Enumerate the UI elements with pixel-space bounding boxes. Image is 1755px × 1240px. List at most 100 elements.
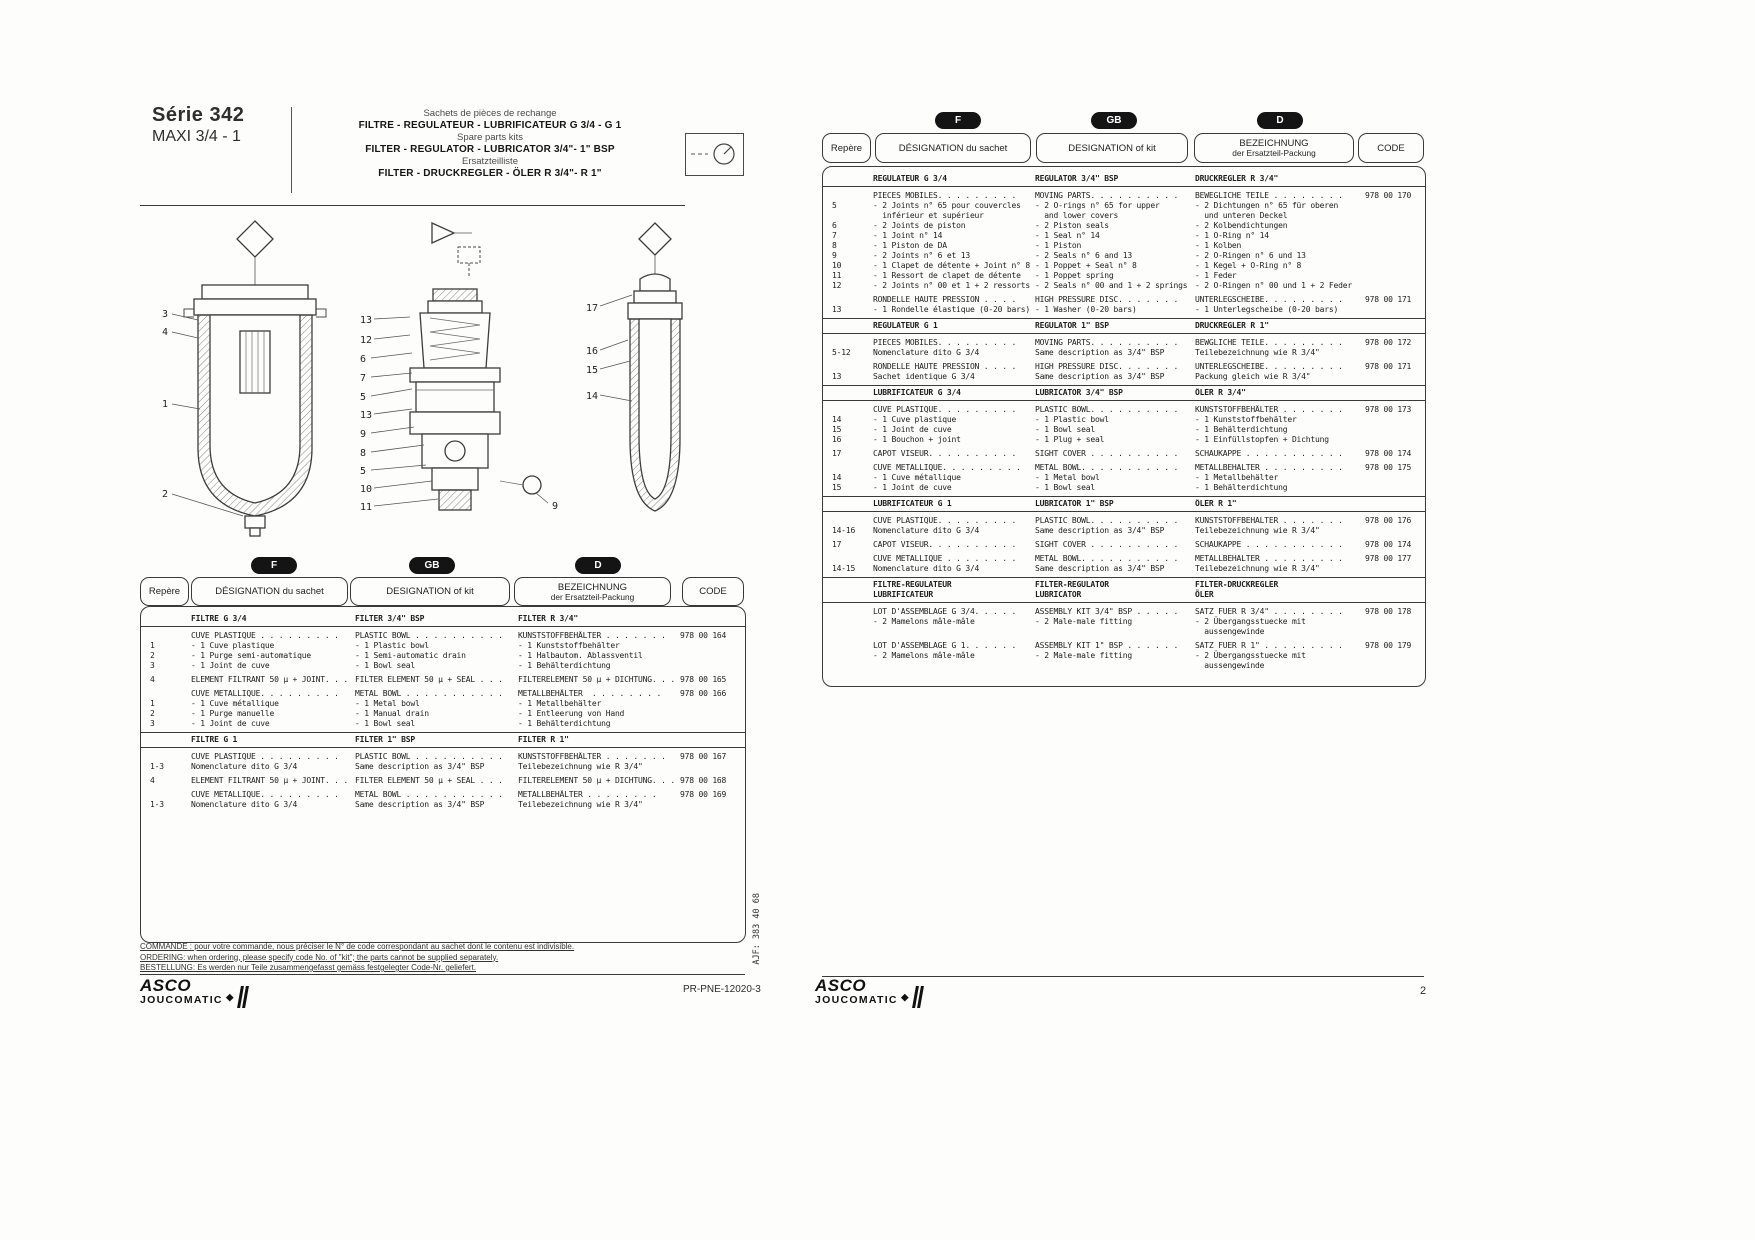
code-value: 978 00 179 [1360, 641, 1425, 671]
text-line: LUBRICATOR 1" BSP [1035, 499, 1114, 508]
repere-value [823, 641, 873, 671]
footer-rule-right [822, 976, 1424, 977]
text-line: 3 [150, 661, 155, 670]
text-line: CUVE METALLIQUE. . . . . . . . . [191, 689, 339, 698]
text-line: CUVE PLASTIQUE. . . . . . . . . [873, 405, 1017, 414]
text-line: Same description as 3/4" BSP [355, 762, 485, 771]
designation-f: LOT D'ASSEMBLAGE G 3/4. . . . .- 2 Mamel… [873, 607, 1035, 637]
designation-f: CAPOT VISEUR. . . . . . . . . . [873, 449, 1035, 459]
designation-d: METALLBEHALTER . . . . . . . . .- 1 Meta… [1195, 463, 1360, 493]
text-line: - 1 Joint de cuve [191, 661, 270, 670]
text-line: 978 00 178 [1365, 607, 1412, 616]
text-line: - 2 Übergangsstuecke mit [1195, 651, 1306, 660]
text-line: Same description as 3/4" BSP [1035, 564, 1165, 573]
designation-gb: HIGH PRESSURE DISC. . . . . . .Same desc… [1035, 362, 1195, 382]
port-symbol [638, 222, 672, 256]
text-line: - 2 Kolbendichtungen [1195, 221, 1288, 230]
text-line: 10 [832, 261, 842, 270]
text-line: Sachet identique G 3/4 [873, 372, 975, 381]
column-header-label: BEZEICHNUNG [1239, 138, 1309, 149]
text-line: Packung gleich wie R 3/4" [1195, 372, 1311, 381]
text-line: BEWGLICHE TEILE. . . . . . . . . [1195, 338, 1343, 347]
title-line-fr: FILTRE - REGULATEUR - LUBRIFICATEUR G 3/… [358, 120, 622, 131]
text-line: 978 00 167 [680, 752, 727, 761]
text-line: - 1 Metallbehälter [1195, 473, 1279, 482]
text-line: 978 00 172 [1365, 338, 1412, 347]
text-line: Teilebezeichnung wie R 3/4" [1195, 348, 1320, 357]
text-line [832, 362, 873, 372]
adjust-knob [432, 288, 478, 302]
text-line: - 2 Mamelons mâle-mâle [873, 651, 975, 660]
designation-d: UNTERLEGSCHEIBE. . . . . . . . .- 1 Unte… [1195, 295, 1360, 315]
text-line: SCHAUKAPPE . . . . . . . . . . . [1195, 540, 1343, 549]
designation-d: SATZ FUER R 1" . . . . . . . . .- 2 Über… [1195, 641, 1360, 671]
sight-dome [639, 273, 671, 292]
text-line [150, 631, 191, 641]
column-header-repere: Repère [822, 133, 871, 163]
valve-symbol [431, 221, 456, 245]
column-header-sublabel: der Ersatzteil-Packung [550, 591, 635, 602]
brand-subname: JOUCOMATIC [140, 994, 223, 1006]
text-line: REGULATEUR G 3/4 [873, 174, 947, 183]
repere-value: 14-15 [823, 554, 873, 574]
column-header-designation-gb: DESIGNATION of kit [350, 577, 510, 606]
text-line: 11 [832, 271, 842, 280]
order-notes: COMMANDE : pour votre commande, nous pré… [140, 942, 574, 974]
text-line: - 1 Bowl seal [355, 661, 416, 670]
text-line: KUNSTSTOFFBEHÄLTER . . . . . . . [518, 631, 666, 640]
designation-d: BEWEGLICHE TEILE . . . . . . . .- 2 Dich… [1195, 191, 1360, 291]
column-header-designation-f: DÉSIGNATION du sachet [191, 577, 348, 606]
designation-gb: METAL BOWL . . . . . . . . . . .Same des… [355, 790, 518, 810]
designation-gb: SIGHT COVER . . . . . . . . . . [1035, 540, 1195, 550]
text-line: METAL BOWL. . . . . . . . . . . [1035, 554, 1179, 563]
designation-d: KUNSTSTOFFBEHÄLTER . . . . . . .Teilebez… [518, 752, 675, 772]
code-value: 978 00 164 [675, 631, 745, 671]
code-value: 978 00 166 [675, 689, 745, 729]
callout-label: 2 [162, 489, 168, 500]
asco-joucomatic-logo: ASCO JOUCOMATIC ◆ [140, 977, 249, 1008]
text-line: FILTRE-REGULATEUR [873, 580, 952, 589]
text-line: PLASTIC BOWL. . . . . . . . . . [1035, 405, 1179, 414]
logo-text: ASCO JOUCOMATIC [140, 977, 223, 1006]
text-line: 2 [150, 651, 155, 660]
column-header-label: CODE [699, 586, 727, 597]
code-value: 978 00 176 [1360, 516, 1425, 536]
text-line [832, 405, 873, 415]
text-line: - 1 Cuve métallique [191, 699, 279, 708]
text-line: - 1 Poppet spring [1035, 271, 1114, 280]
text-line [832, 295, 873, 305]
text-line: - 2 O-Ringen n° 6 und 13 [1195, 251, 1306, 260]
section-repere [823, 388, 873, 398]
text-line: 17 [832, 540, 842, 549]
column-header-sublabel: der Ersatzteil-Packung [1232, 148, 1316, 158]
designation-f: CUVE PLASTIQUE . . . . . . . . .- 1 Cuve… [191, 631, 355, 671]
text-line: FILTER R 1" [518, 735, 569, 744]
text-line: Nomenclature dito G 3/4 [873, 526, 980, 535]
column-header-designation-gb: DESIGNATION of kit [1036, 133, 1188, 163]
text-line: KUNSTSTOFFBEHALTER . . . . . . . [1195, 516, 1343, 525]
code-value: 978 00 172 [1360, 338, 1425, 358]
text-line: SCHAUKAPPE . . . . . . . . . . . [1195, 449, 1343, 458]
code-value: 978 00 174 [1360, 540, 1425, 550]
section-code [675, 614, 745, 624]
text-line: METAL BOWL . . . . . . . . . . . [355, 790, 503, 799]
text-line: FILTRE G 3/4 [191, 614, 247, 623]
series-title: Série 342 [152, 104, 245, 126]
designation-f: ELEMENT FILTRANT 50 μ + JOINT. . . [191, 675, 355, 685]
text-line: CAPOT VISEUR. . . . . . . . . . [873, 449, 1017, 458]
text-line: - 1 Seal n° 14 [1035, 231, 1100, 240]
designation-gb: MOVING PARTS. . . . . . . . . .- 2 O-rin… [1035, 191, 1195, 291]
text-line [832, 607, 873, 617]
lang-badge-d: D [1257, 112, 1303, 129]
text-line: RONDELLE HAUTE PRESSION . . . . [873, 362, 1017, 371]
callout-label: 3 [162, 309, 168, 320]
text-line: - 2 Joints n° 65 pour couvercles [873, 201, 1021, 210]
